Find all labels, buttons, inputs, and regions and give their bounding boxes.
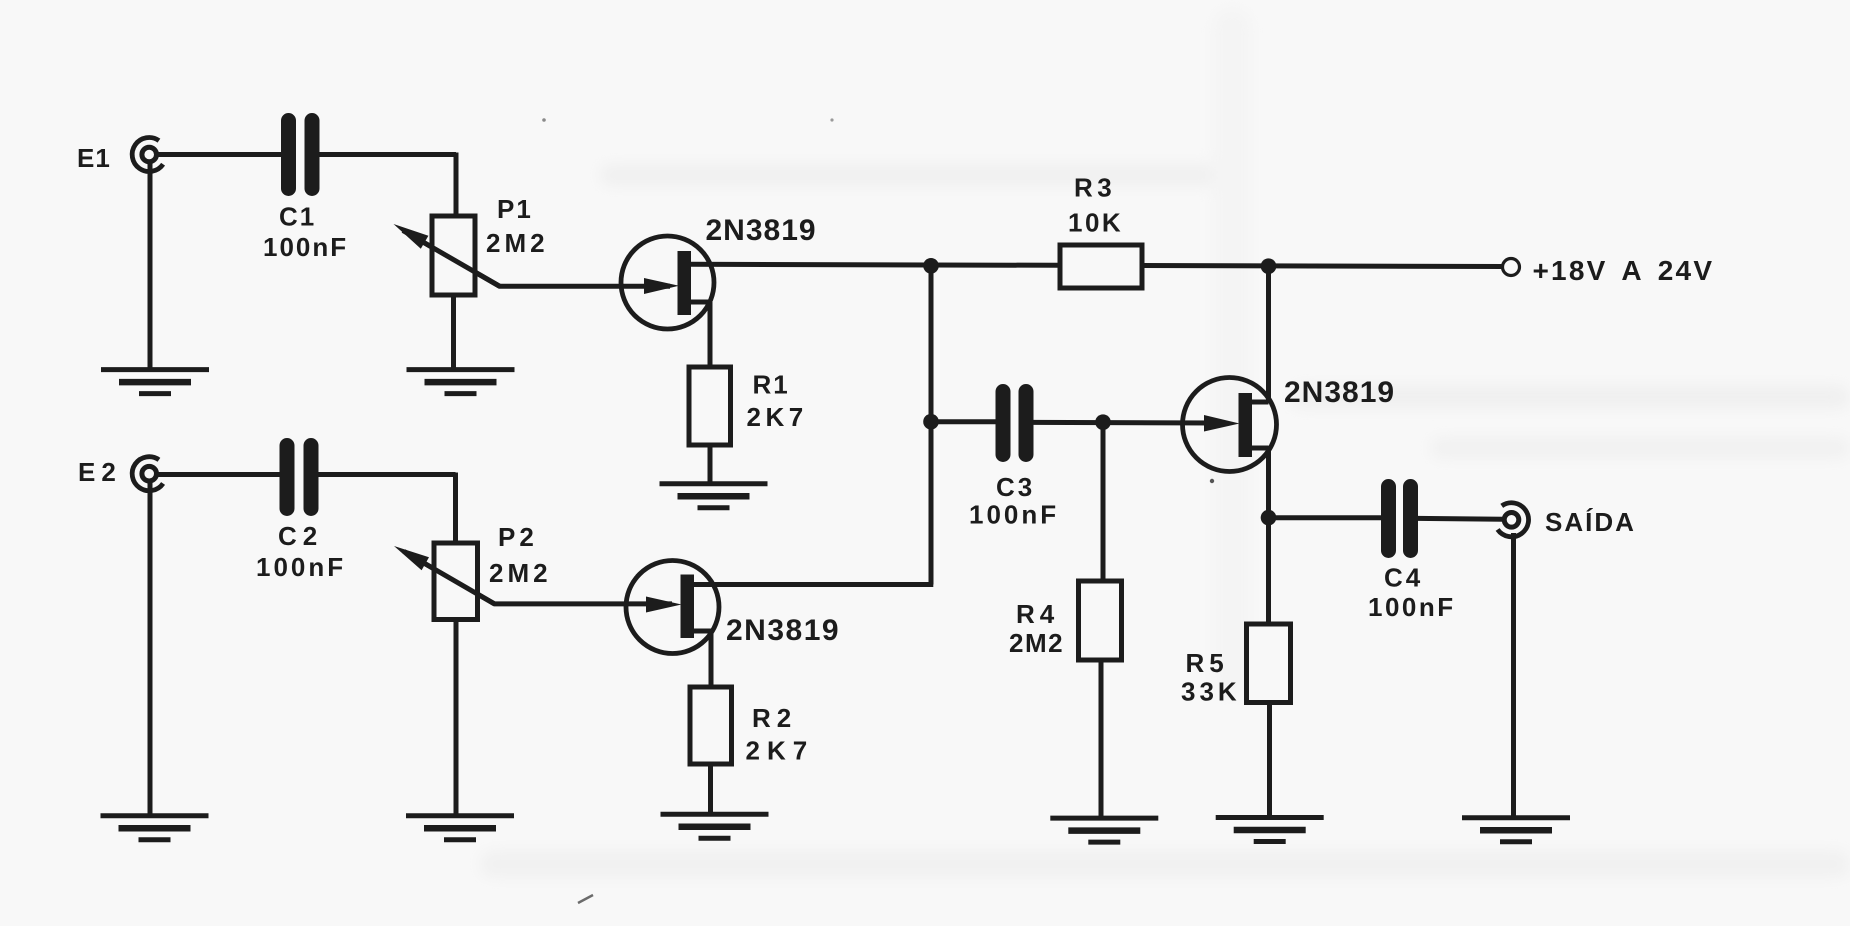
- svg-text:P1: P1: [497, 194, 533, 224]
- svg-text:100nF: 100nF: [969, 500, 1059, 530]
- svg-text:100nF: 100nF: [1368, 592, 1456, 622]
- svg-text:C4: C4: [1384, 563, 1423, 593]
- svg-text:SAÍDA: SAÍDA: [1545, 507, 1636, 537]
- svg-text:R1: R1: [753, 370, 790, 400]
- svg-text:2K7: 2K7: [746, 736, 815, 766]
- svg-text:33K: 33K: [1181, 677, 1241, 707]
- svg-text:R4: R4: [1016, 599, 1059, 629]
- svg-text:2M2: 2M2: [1009, 628, 1064, 658]
- svg-text:C2: C2: [278, 521, 323, 551]
- svg-text:2M2: 2M2: [486, 228, 549, 258]
- svg-text:C1: C1: [279, 202, 316, 232]
- svg-text:R2: R2: [752, 703, 797, 733]
- svg-text:+18V A 24V: +18V A 24V: [1533, 255, 1715, 286]
- svg-text:100nF: 100nF: [263, 232, 348, 262]
- svg-text:2N3819: 2N3819: [706, 214, 817, 247]
- svg-text:R3: R3: [1074, 173, 1116, 203]
- svg-text:2K7: 2K7: [747, 402, 808, 432]
- svg-text:R5: R5: [1186, 648, 1229, 678]
- svg-text:C3: C3: [996, 472, 1035, 502]
- svg-text:E2: E2: [78, 457, 122, 487]
- svg-text:10K: 10K: [1068, 208, 1123, 238]
- svg-text:100nF: 100nF: [256, 552, 346, 582]
- svg-text:E1: E1: [77, 143, 111, 173]
- svg-text:P2: P2: [498, 522, 538, 552]
- svg-text:2N3819: 2N3819: [726, 614, 840, 647]
- svg-text:2M2: 2M2: [489, 558, 552, 588]
- svg-text:2N3819: 2N3819: [1284, 376, 1395, 409]
